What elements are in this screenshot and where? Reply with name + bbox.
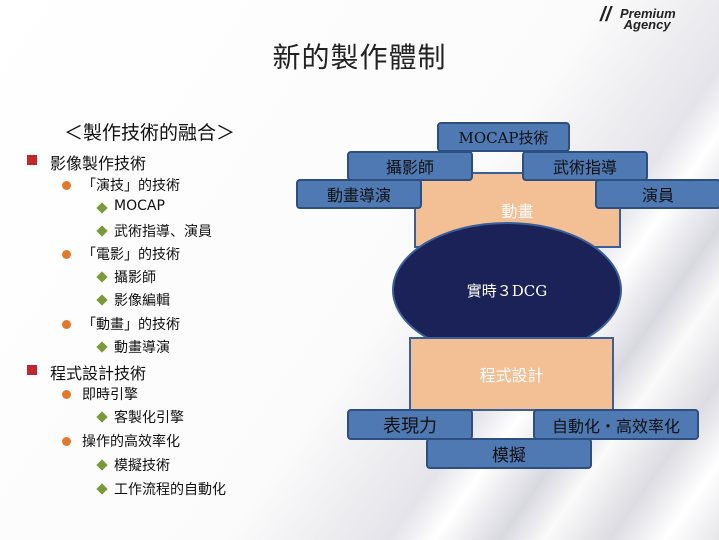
outline-item: 「演技」的技術: [82, 178, 180, 194]
diamond-bullet-icon: [96, 483, 108, 495]
actor-box: 演員: [595, 179, 719, 209]
diamond-bullet-icon: [96, 341, 108, 353]
outline-item: 工作流程的自動化: [114, 482, 226, 498]
square-bullet-icon: [27, 155, 37, 165]
circle-bullet-icon: [62, 320, 71, 329]
diamond-bullet-icon: [96, 271, 108, 283]
square-bullet-icon: [27, 365, 37, 375]
premium-agency-logo: //Premium Agency: [600, 4, 676, 32]
circle-bullet-icon: [62, 390, 71, 399]
diamond-bullet-icon: [96, 225, 108, 237]
circle-bullet-icon: [62, 437, 71, 446]
anim-director-box: 動畫導演: [296, 179, 422, 209]
diamond-bullet-icon: [96, 202, 108, 214]
mocap-box: MOCAP技術: [437, 122, 570, 152]
outline-heading: ＜製作技術的融合＞: [64, 122, 236, 144]
circle-bullet-icon: [62, 181, 71, 190]
programming-block: 程式設計: [409, 337, 614, 411]
diamond-bullet-icon: [96, 294, 108, 306]
simulation-box: 模擬: [426, 438, 592, 469]
outline-item: 攝影師: [114, 270, 156, 286]
camera-box: 攝影師: [347, 151, 473, 181]
outline-item: 模擬技術: [114, 458, 170, 474]
outline-item: 影像編輯: [114, 293, 170, 309]
slide-title: 新的製作體制: [272, 41, 447, 74]
diamond-bullet-icon: [96, 459, 108, 471]
outline-item: 客製化引擎: [114, 410, 184, 426]
automation-box: 自動化・高效率化: [533, 409, 699, 440]
outline-item: 程式設計技術: [50, 364, 147, 383]
realtime-3dcg-core: 實時３DCG: [392, 222, 622, 358]
outline-item: MOCAP: [114, 198, 165, 214]
outline-item: 操作的高效率化: [82, 434, 180, 450]
outline-item: 動畫導演: [114, 340, 170, 356]
expression-box: 表現力: [347, 409, 473, 440]
outline-item: 「動畫」的技術: [82, 317, 180, 333]
outline-item: 即時引擎: [82, 387, 138, 403]
outline-item: 影像製作技術: [50, 154, 147, 173]
circle-bullet-icon: [62, 250, 71, 259]
diamond-bullet-icon: [96, 411, 108, 423]
martial-arts-box: 武術指導: [522, 151, 648, 181]
outline-item: 武術指導、演員: [114, 224, 212, 240]
outline-item: 「電影」的技術: [82, 247, 180, 263]
